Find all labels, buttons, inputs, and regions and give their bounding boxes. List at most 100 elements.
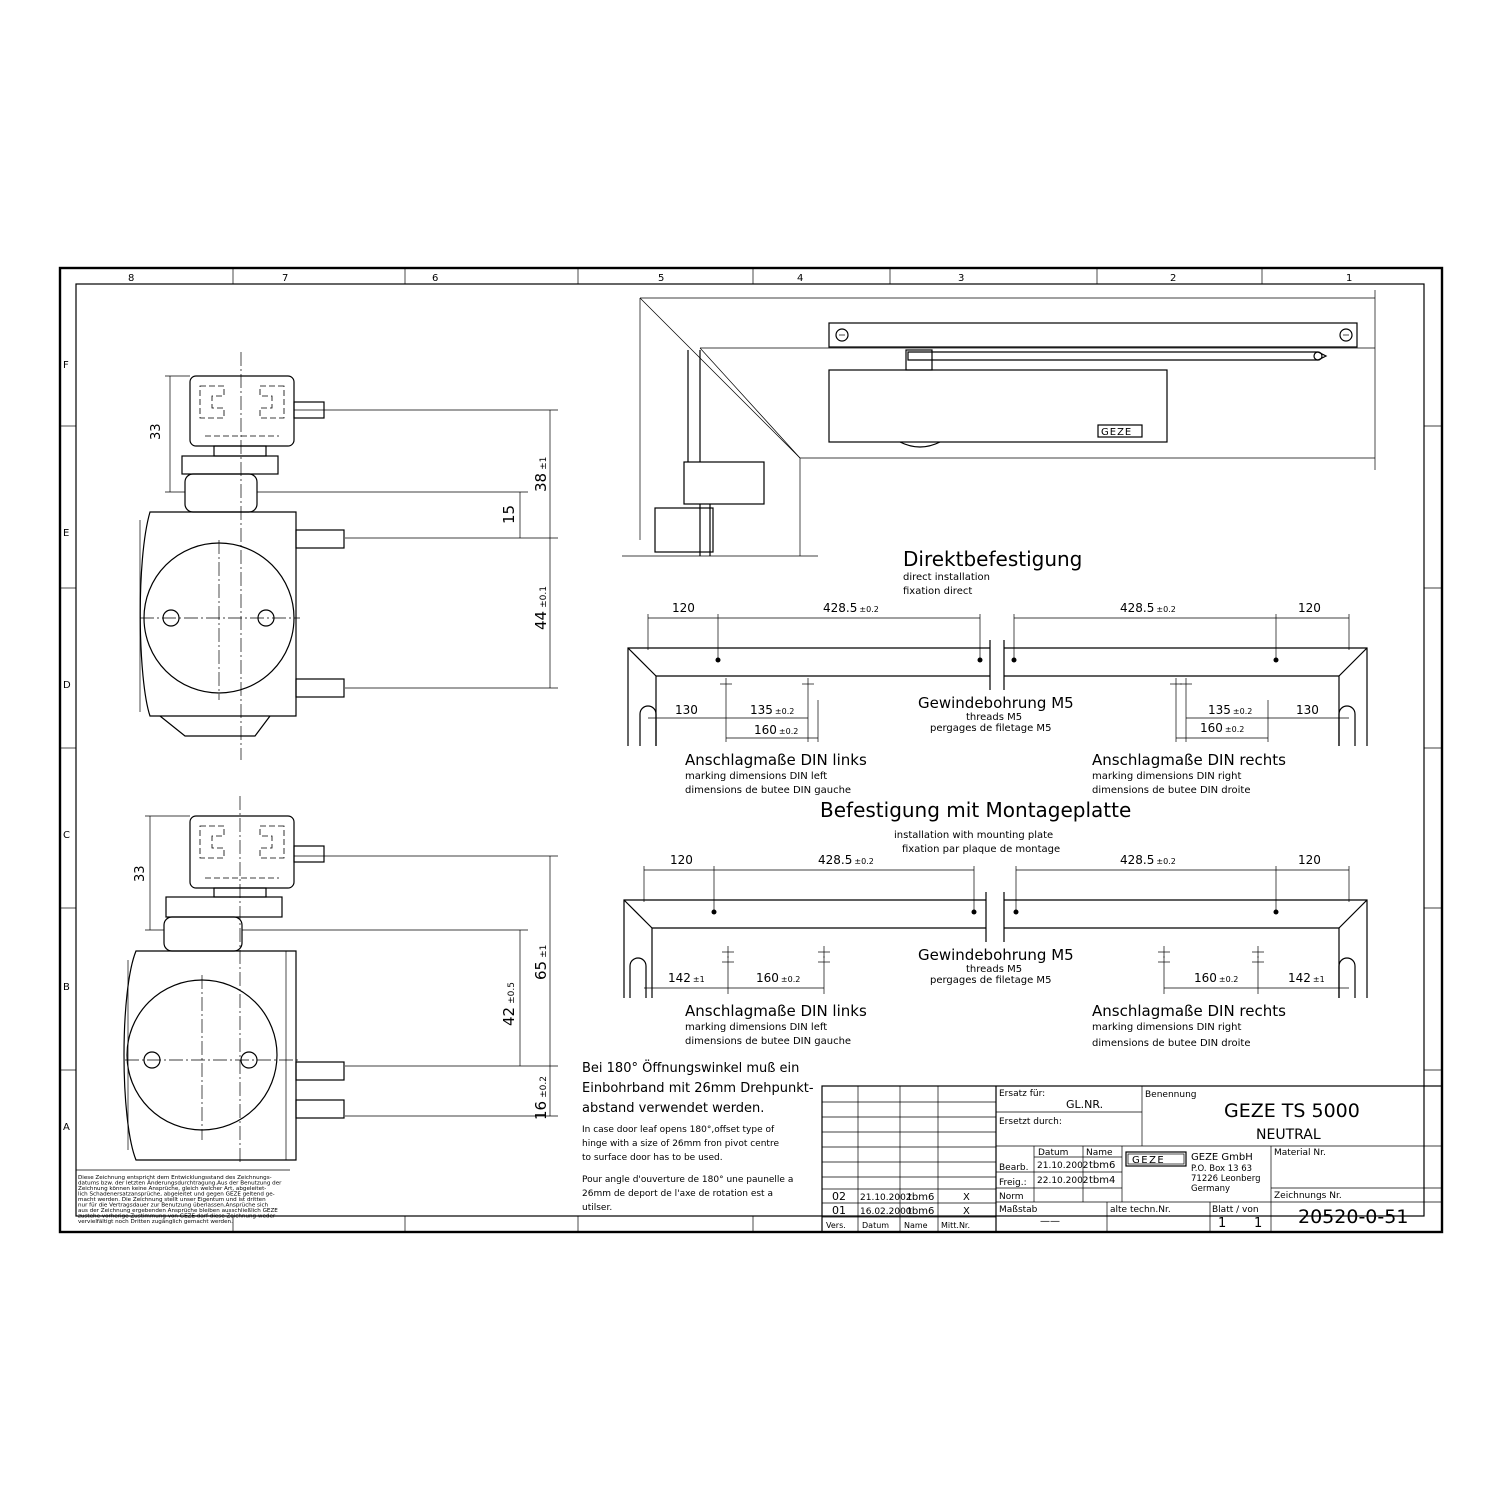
- ersatz-fuer-value: GL.NR.: [1066, 1098, 1103, 1111]
- hinge-note: Bei 180° Öffnungswinkel muß ein Einbohrb…: [582, 1059, 814, 1213]
- rev-header-name: Name: [904, 1221, 928, 1230]
- dim-33-bottom: 33: [133, 865, 148, 882]
- dim-44-top: 44±0.1: [532, 586, 550, 630]
- direct-left-en: marking dimensions DIN left: [685, 771, 827, 782]
- plate-sub-fr: fixation par plaque de montage: [902, 844, 1060, 855]
- dim-65-bottom: 65±1: [532, 945, 550, 980]
- dim-15-top: 15: [500, 505, 518, 524]
- side-view-direct: 33 38±1 15 44±0.1: [139, 352, 558, 760]
- direct-thread-title: Gewindebohrung M5: [918, 694, 1074, 712]
- plate-left-en: marking dimensions DIN left: [685, 1022, 827, 1033]
- copyright-l4: lich Schadenersatzansprüche, abgeleitet …: [78, 1192, 275, 1198]
- plate-left-title: Anschlagmaße DIN links: [685, 1002, 867, 1020]
- bearb-datum: 21.10.2002: [1037, 1161, 1089, 1171]
- rev-02-datum: 21.10.2002: [860, 1193, 912, 1203]
- mounting-plate-section: Befestigung mit Montageplatte installati…: [623, 798, 1368, 1049]
- plate-thread-title: Gewindebohrung M5: [918, 946, 1074, 964]
- direct-installation-section: Direktbefestigung direct installation fi…: [627, 547, 1368, 796]
- direct-right-title: Anschlagmaße DIN rechts: [1092, 751, 1286, 769]
- closer-logo: GEZE: [1101, 427, 1132, 438]
- company-country: Germany: [1191, 1184, 1230, 1194]
- plate-dim-120-left: 120: [670, 853, 693, 867]
- plate-dim-160-left: 160±0.2: [756, 971, 800, 985]
- plate-dim-142-left: 142±1: [668, 971, 705, 985]
- direct-dim-135-right: 135±0.2: [1208, 703, 1252, 717]
- copyright-l5: macht werden. Die Zeichnung stellt unser…: [78, 1197, 266, 1203]
- copyright-l9: vervielfältigt noch Dritten zugänglich g…: [78, 1219, 233, 1225]
- zone-col-8: 8: [128, 273, 134, 284]
- zone-row-f: F: [63, 360, 69, 371]
- direct-dim-120-left: 120: [672, 601, 695, 615]
- zone-row-a: A: [63, 1122, 70, 1133]
- plate-dim-160-right: 160±0.2: [1194, 971, 1238, 985]
- company-city: 71226 Leonberg: [1191, 1174, 1261, 1184]
- rev-01-name: tbm6: [908, 1206, 934, 1217]
- blatt-label: Blatt / von: [1212, 1205, 1259, 1215]
- datum-label: Datum: [1038, 1148, 1068, 1158]
- zone-row-b: B: [63, 982, 70, 993]
- von-value: 1: [1254, 1216, 1262, 1231]
- zone-col-1: 1: [1346, 273, 1352, 284]
- direct-dim-160-right: 160±0.2: [1200, 721, 1244, 735]
- company-name: GEZE GmbH: [1191, 1152, 1253, 1163]
- alte-techn-label: alte techn.Nr.: [1110, 1205, 1171, 1215]
- copyright-l8: zustehe vorherige Zustimmung von GEZE da…: [78, 1214, 276, 1220]
- plate-title: Befestigung mit Montageplatte: [820, 798, 1131, 822]
- copyright-l6: nur für die Vertragsdauer zur Benutzung …: [78, 1203, 269, 1209]
- rev-header-vers: Vers.: [826, 1221, 846, 1230]
- rev-header-datum: Datum: [862, 1221, 889, 1230]
- note-en-1: In case door leaf opens 180°,offset type…: [582, 1125, 775, 1135]
- rev-02-vers: 02: [832, 1190, 846, 1203]
- zeichnungs-label: Zeichnungs Nr.: [1274, 1191, 1342, 1201]
- copyright-notice: Diese Zeichnung entspricht dem Entwicklu…: [76, 1169, 290, 1225]
- note-fr-1: Pour angle d'ouverture de 180° une paune…: [582, 1175, 793, 1185]
- copyright-l7: aus der Zeichnung ergebenden Ansprüche b…: [78, 1208, 278, 1214]
- plate-right-title: Anschlagmaße DIN rechts: [1092, 1002, 1286, 1020]
- blatt-value: 1: [1218, 1216, 1226, 1231]
- direct-dim-120-right: 120: [1298, 601, 1321, 615]
- drawing-frame: 8 7 6 5 4 3 2 1 F E D C B A: [58, 266, 1444, 1234]
- plate-dim-428-left: 428.5±0.2: [818, 853, 874, 867]
- title-block: 02 21.10.2002 tbm6 X 01 16.02.2000 tbm6 …: [821, 1085, 1443, 1233]
- note-en-2: hinge with a size of 26mm fron pivot cen…: [582, 1139, 779, 1149]
- massstab-label: Maßstab: [999, 1205, 1038, 1215]
- company-logo: GEZE: [1132, 1155, 1165, 1166]
- direct-dim-428-left: 428.5±0.2: [823, 601, 879, 615]
- note-fr-2: 26mm de deport de l'axe de rotation est …: [582, 1189, 773, 1199]
- benennung-subtitle: NEUTRAL: [1256, 1127, 1321, 1143]
- plate-thread-fr: pergages de filetage M5: [930, 975, 1051, 986]
- note-de-2: Einbohrband mit 26mm Drehpunkt-: [582, 1081, 814, 1096]
- drawing-number: 20520-0-51: [1298, 1206, 1408, 1228]
- note-de-3: abstand verwendet werden.: [582, 1101, 764, 1116]
- side-view-plate: 33 65±1 42±0.5 16±0.2: [123, 796, 558, 1162]
- material-label: Material Nr.: [1274, 1148, 1326, 1158]
- rev-01-vers: 01: [832, 1204, 846, 1217]
- door-closer-perspective: GEZE: [622, 290, 1376, 557]
- copyright-l3: Zeichnung können keine Ansprüche, gleich…: [78, 1186, 266, 1192]
- zone-row-e: E: [63, 528, 69, 539]
- direct-dim-135-left: 135±0.2: [750, 703, 794, 717]
- rev-header-mitt: Mitt.Nr.: [941, 1221, 970, 1230]
- copyright-l2: datums bzw. der letzten Änderungsdurchtr…: [78, 1180, 282, 1187]
- direct-left-title: Anschlagmaße DIN links: [685, 751, 867, 769]
- direct-dim-130-left: 130: [675, 703, 698, 717]
- rev-02-name: tbm6: [908, 1192, 934, 1203]
- dim-33-top: 33: [149, 423, 164, 440]
- direct-thread-fr: pergages de filetage M5: [930, 723, 1051, 734]
- dim-16-bottom: 16±0.2: [532, 1076, 550, 1120]
- zone-col-6: 6: [432, 273, 438, 284]
- note-fr-3: utilser.: [582, 1203, 612, 1213]
- zone-col-4: 4: [797, 273, 803, 284]
- zone-row-d: D: [63, 680, 71, 691]
- direct-thread-en: threads M5: [966, 712, 1022, 723]
- copyright-l1: Diese Zeichnung entspricht dem Entwicklu…: [78, 1175, 272, 1181]
- direct-title: Direktbefestigung: [903, 547, 1082, 571]
- ersatz-fuer-label: Ersatz für:: [999, 1089, 1045, 1099]
- company-box: P.O. Box 13 63: [1191, 1164, 1252, 1174]
- freig-name: tbm4: [1089, 1175, 1115, 1186]
- plate-dim-142-right: 142±1: [1288, 971, 1325, 985]
- direct-sub-fr: fixation direct: [903, 586, 972, 597]
- zone-row-c: C: [63, 830, 70, 841]
- plate-dim-120-right: 120: [1298, 853, 1321, 867]
